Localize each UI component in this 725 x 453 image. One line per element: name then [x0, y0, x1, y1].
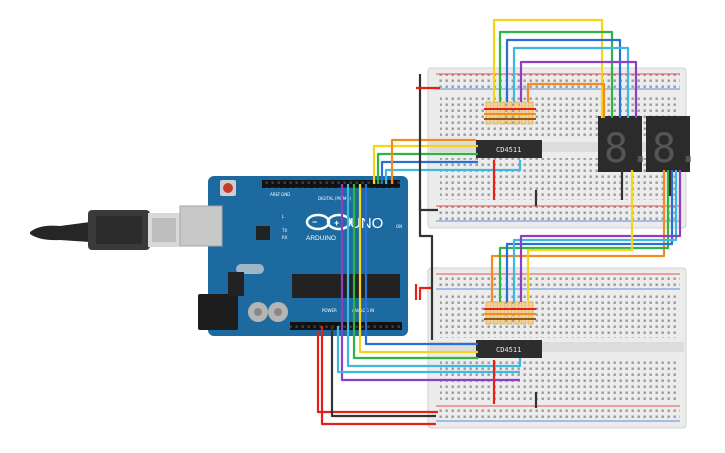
arduino-logo-text: ARDUINO: [306, 235, 336, 242]
arduino-board[interactable]: − + ARDUINO UNO DIGITAL (PWM~) POWER ANA…: [179, 176, 408, 336]
tx-label: TX: [281, 228, 287, 233]
chip-label: CD4511: [496, 346, 521, 354]
l-label: L: [282, 214, 285, 219]
digital-label: DIGITAL (PWM~): [318, 196, 352, 201]
svg-text:+: +: [334, 218, 339, 228]
decoder-chip-top[interactable]: CD4511: [476, 140, 542, 158]
wires: [316, 18, 682, 426]
analog-label: ANALOG IN: [352, 308, 374, 313]
usb-cable-icon[interactable]: [30, 210, 180, 250]
resistor-bank-top[interactable]: [484, 101, 536, 125]
aref-label: AREF: [270, 192, 281, 197]
chip-label: CD4511: [496, 146, 521, 154]
decoder-chip-bottom[interactable]: CD4511: [476, 340, 542, 358]
seven-segment-display-left[interactable]: 8.: [598, 116, 652, 172]
rx-label: RX: [282, 235, 288, 240]
on-label: ON: [396, 224, 402, 229]
gnd-label: GND: [281, 192, 290, 197]
seven-segment-display-right[interactable]: 8.: [646, 116, 700, 172]
power-label: POWER: [322, 308, 337, 313]
reset-button-icon[interactable]: [220, 180, 236, 196]
svg-text:−: −: [312, 217, 317, 227]
display-digit: 8.: [652, 126, 700, 172]
breadboard-bottom[interactable]: [427, 267, 687, 429]
resistor-bank-bottom[interactable]: [484, 301, 536, 325]
display-digit: 8.: [604, 126, 652, 172]
infinity-logo-icon: − +: [305, 213, 352, 231]
